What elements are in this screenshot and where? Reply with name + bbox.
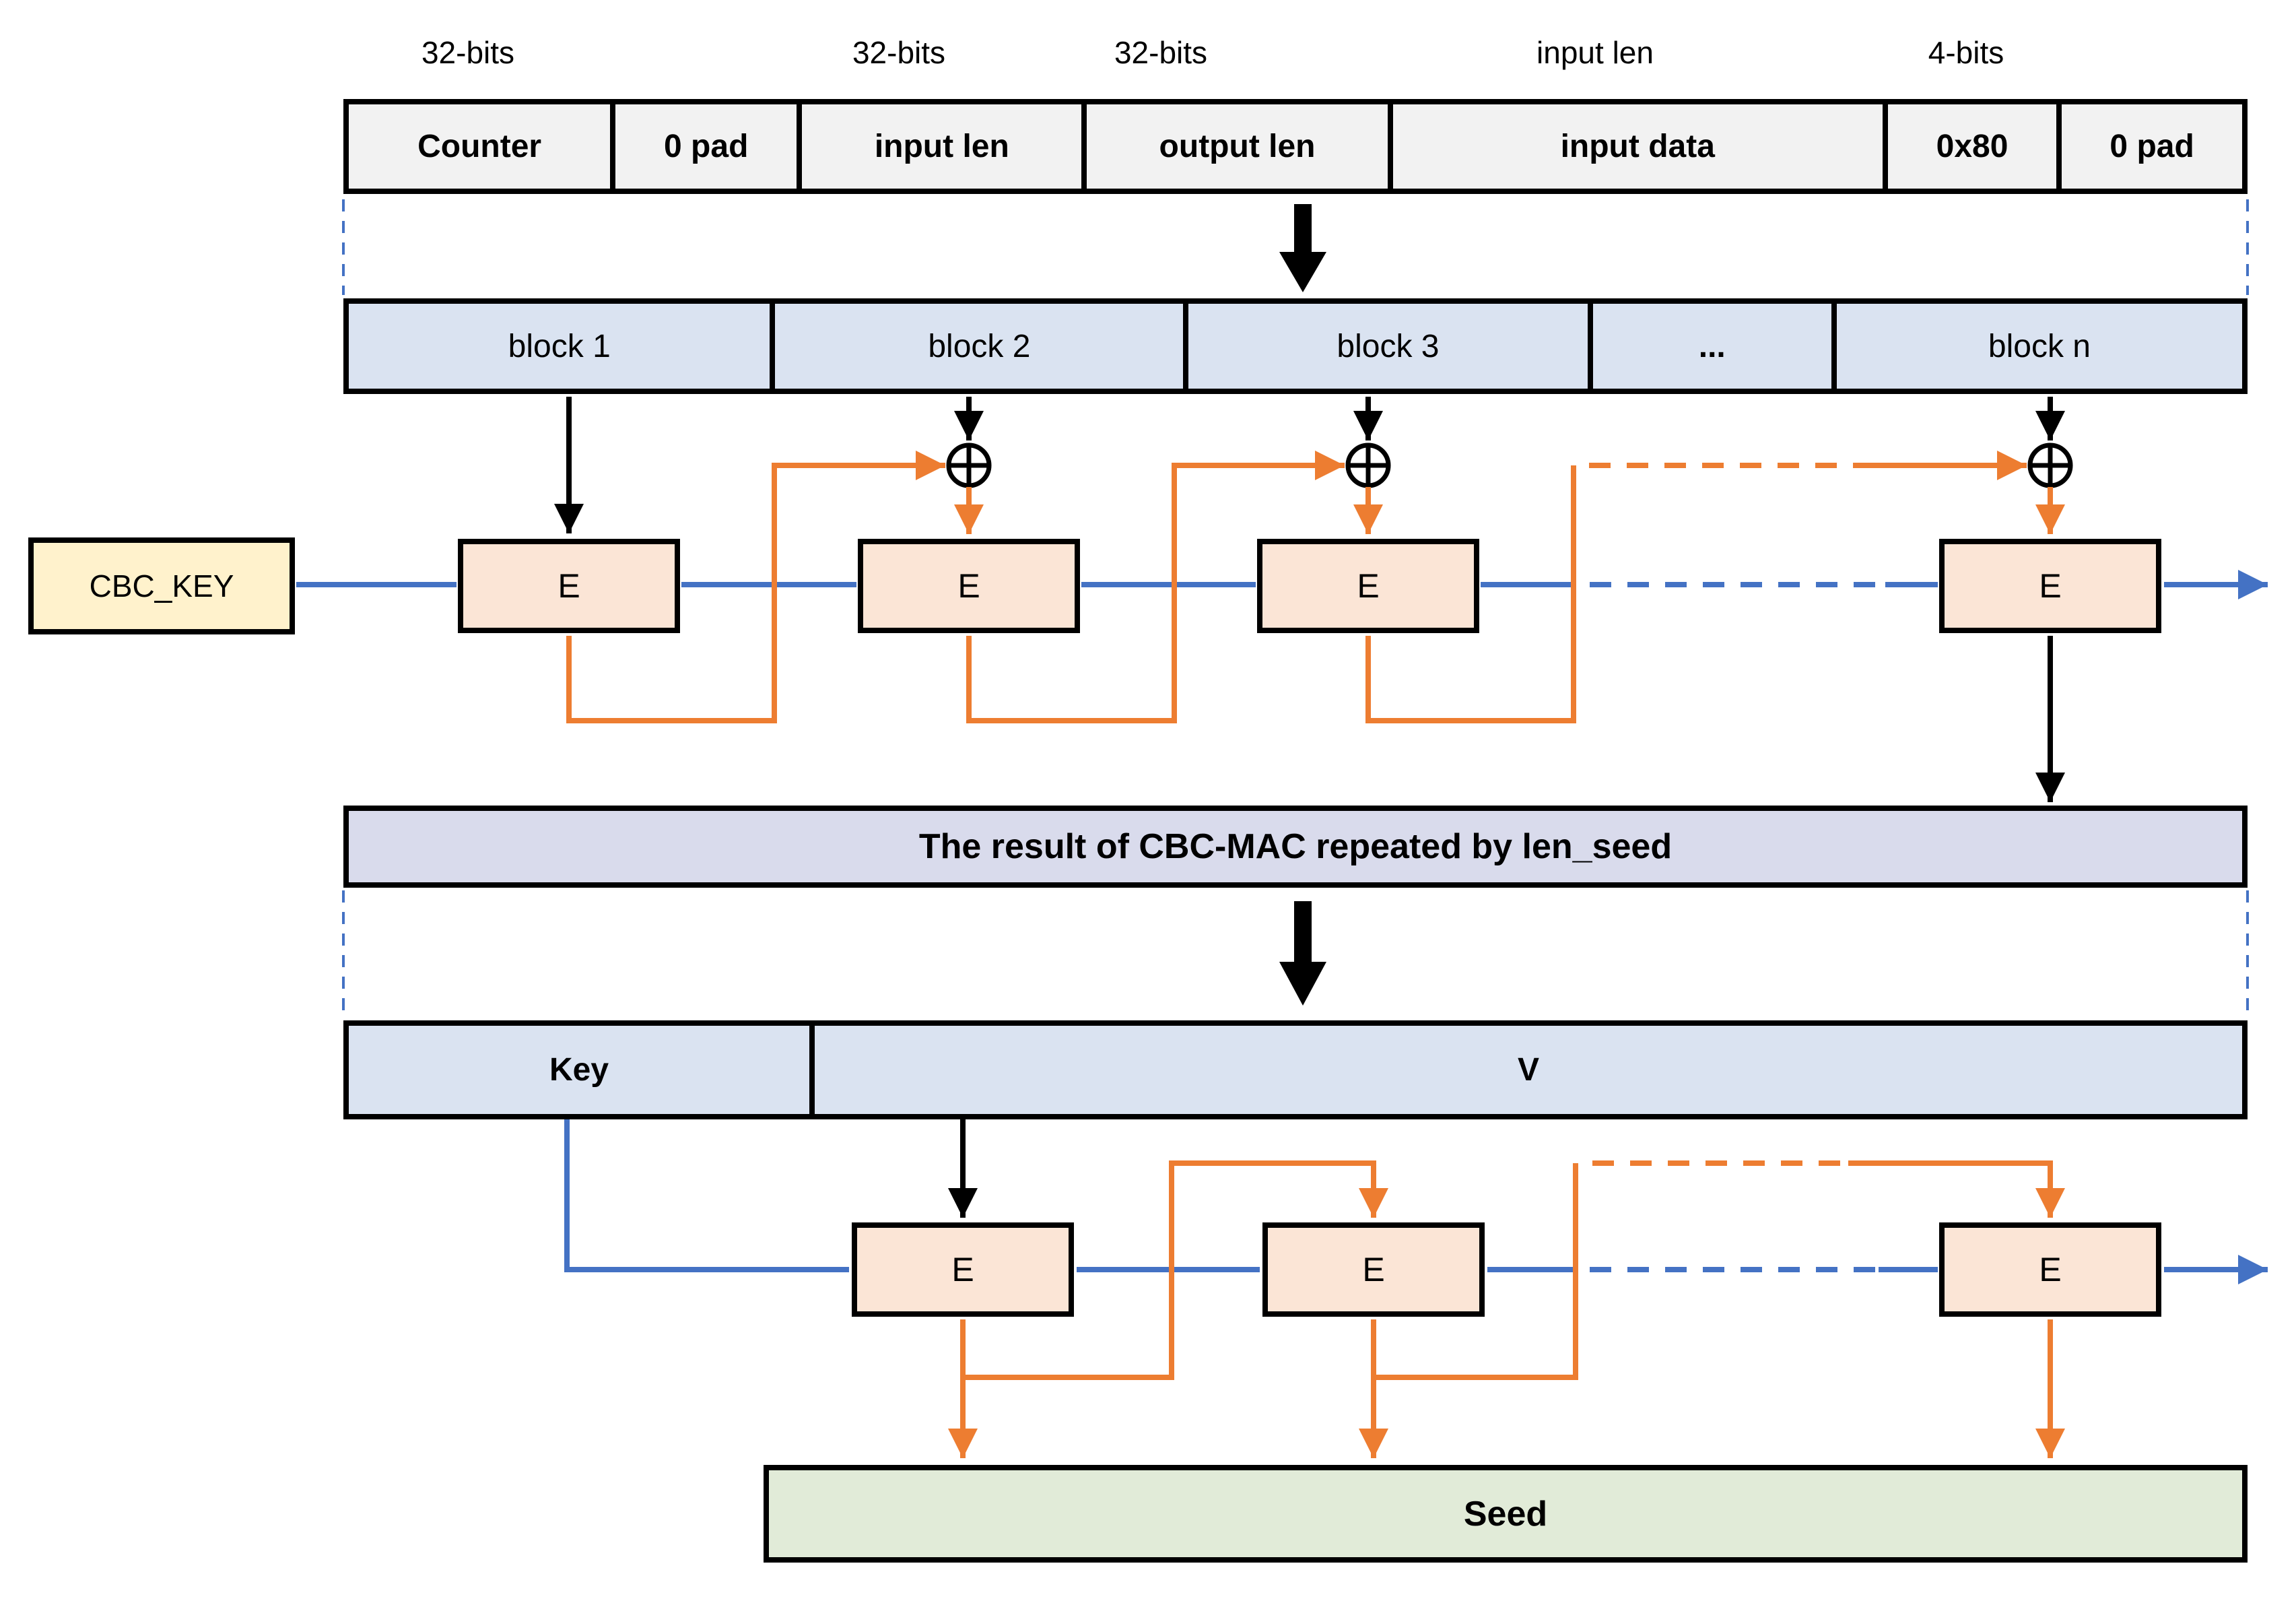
bit-label-input-len: 32-bits [852, 35, 946, 70]
field-cell-0pad-right: 0 pad [2109, 129, 2194, 164]
field-cell-output-len: output len [1087, 104, 1393, 189]
bit-label-output-len: 32-bits [1114, 35, 1208, 70]
bit-label-input-data: input len [1537, 35, 1654, 70]
wire-e1-feedback-to-xor2 [566, 451, 945, 723]
xor-icon [946, 443, 992, 488]
field-cell-0x80: 0x80 [1888, 104, 2062, 189]
key-v-bar: Key V [343, 1020, 2248, 1119]
block-cell-1: block 1 [349, 304, 776, 389]
e-box-3: E [1257, 539, 1479, 633]
e-box-n: E [1939, 539, 2161, 633]
wire-bottom-orange-to-en [1848, 1160, 2065, 1218]
wire-key-to-e1-bottom [564, 1119, 849, 1272]
block-cell-ellipsis: ... [1593, 304, 1837, 389]
xor-icon [2027, 443, 2073, 488]
xor-icon [1345, 443, 1391, 488]
e-box-bottom-2: E [1262, 1222, 1485, 1317]
key-cell: Key [349, 1026, 815, 1114]
field-cell-counter: Counter [349, 104, 616, 189]
field-cell-input-data: input data [1393, 104, 1888, 189]
block-cell-3: block 3 [1188, 304, 1593, 389]
field-cell-input-len: input len [802, 104, 1087, 189]
e-box-2: E [858, 539, 1080, 633]
e-box-bottom-n: E [1939, 1222, 2161, 1317]
big-down-arrow-top [1279, 204, 1326, 292]
wire-bottom-e1-to-e2-orange [960, 1160, 1388, 1380]
block-cell-n: block n [1988, 328, 2091, 364]
field-cell-0pad-left: 0 pad [615, 104, 803, 189]
e-box-1: E [458, 539, 680, 633]
big-down-arrow-mid [1279, 901, 1326, 1006]
input-structure-bar: Counter 0 pad input len output len input… [343, 99, 2248, 194]
bit-label-0x80: 4-bits [1928, 35, 2004, 70]
block-cell-2: block 2 [775, 304, 1189, 389]
seed-bar: Seed [764, 1465, 2248, 1563]
wire-e2-feedback-to-xor3 [966, 451, 1345, 723]
e-box-bottom-1: E [852, 1222, 1074, 1317]
block-row-bar: block 1 block 2 block 3 ... block n [343, 298, 2248, 394]
wire-e3-feedback-up [1365, 465, 1576, 723]
cbc-key-box: CBC_KEY [28, 537, 295, 634]
bit-label-counter: 32-bits [421, 35, 515, 70]
wire-bottom-e2-feedback-up [1371, 1163, 1578, 1380]
cbc-mac-result-bar: The result of CBC-MAC repeated by len_se… [343, 806, 2248, 888]
v-cell: V [1518, 1052, 1540, 1088]
